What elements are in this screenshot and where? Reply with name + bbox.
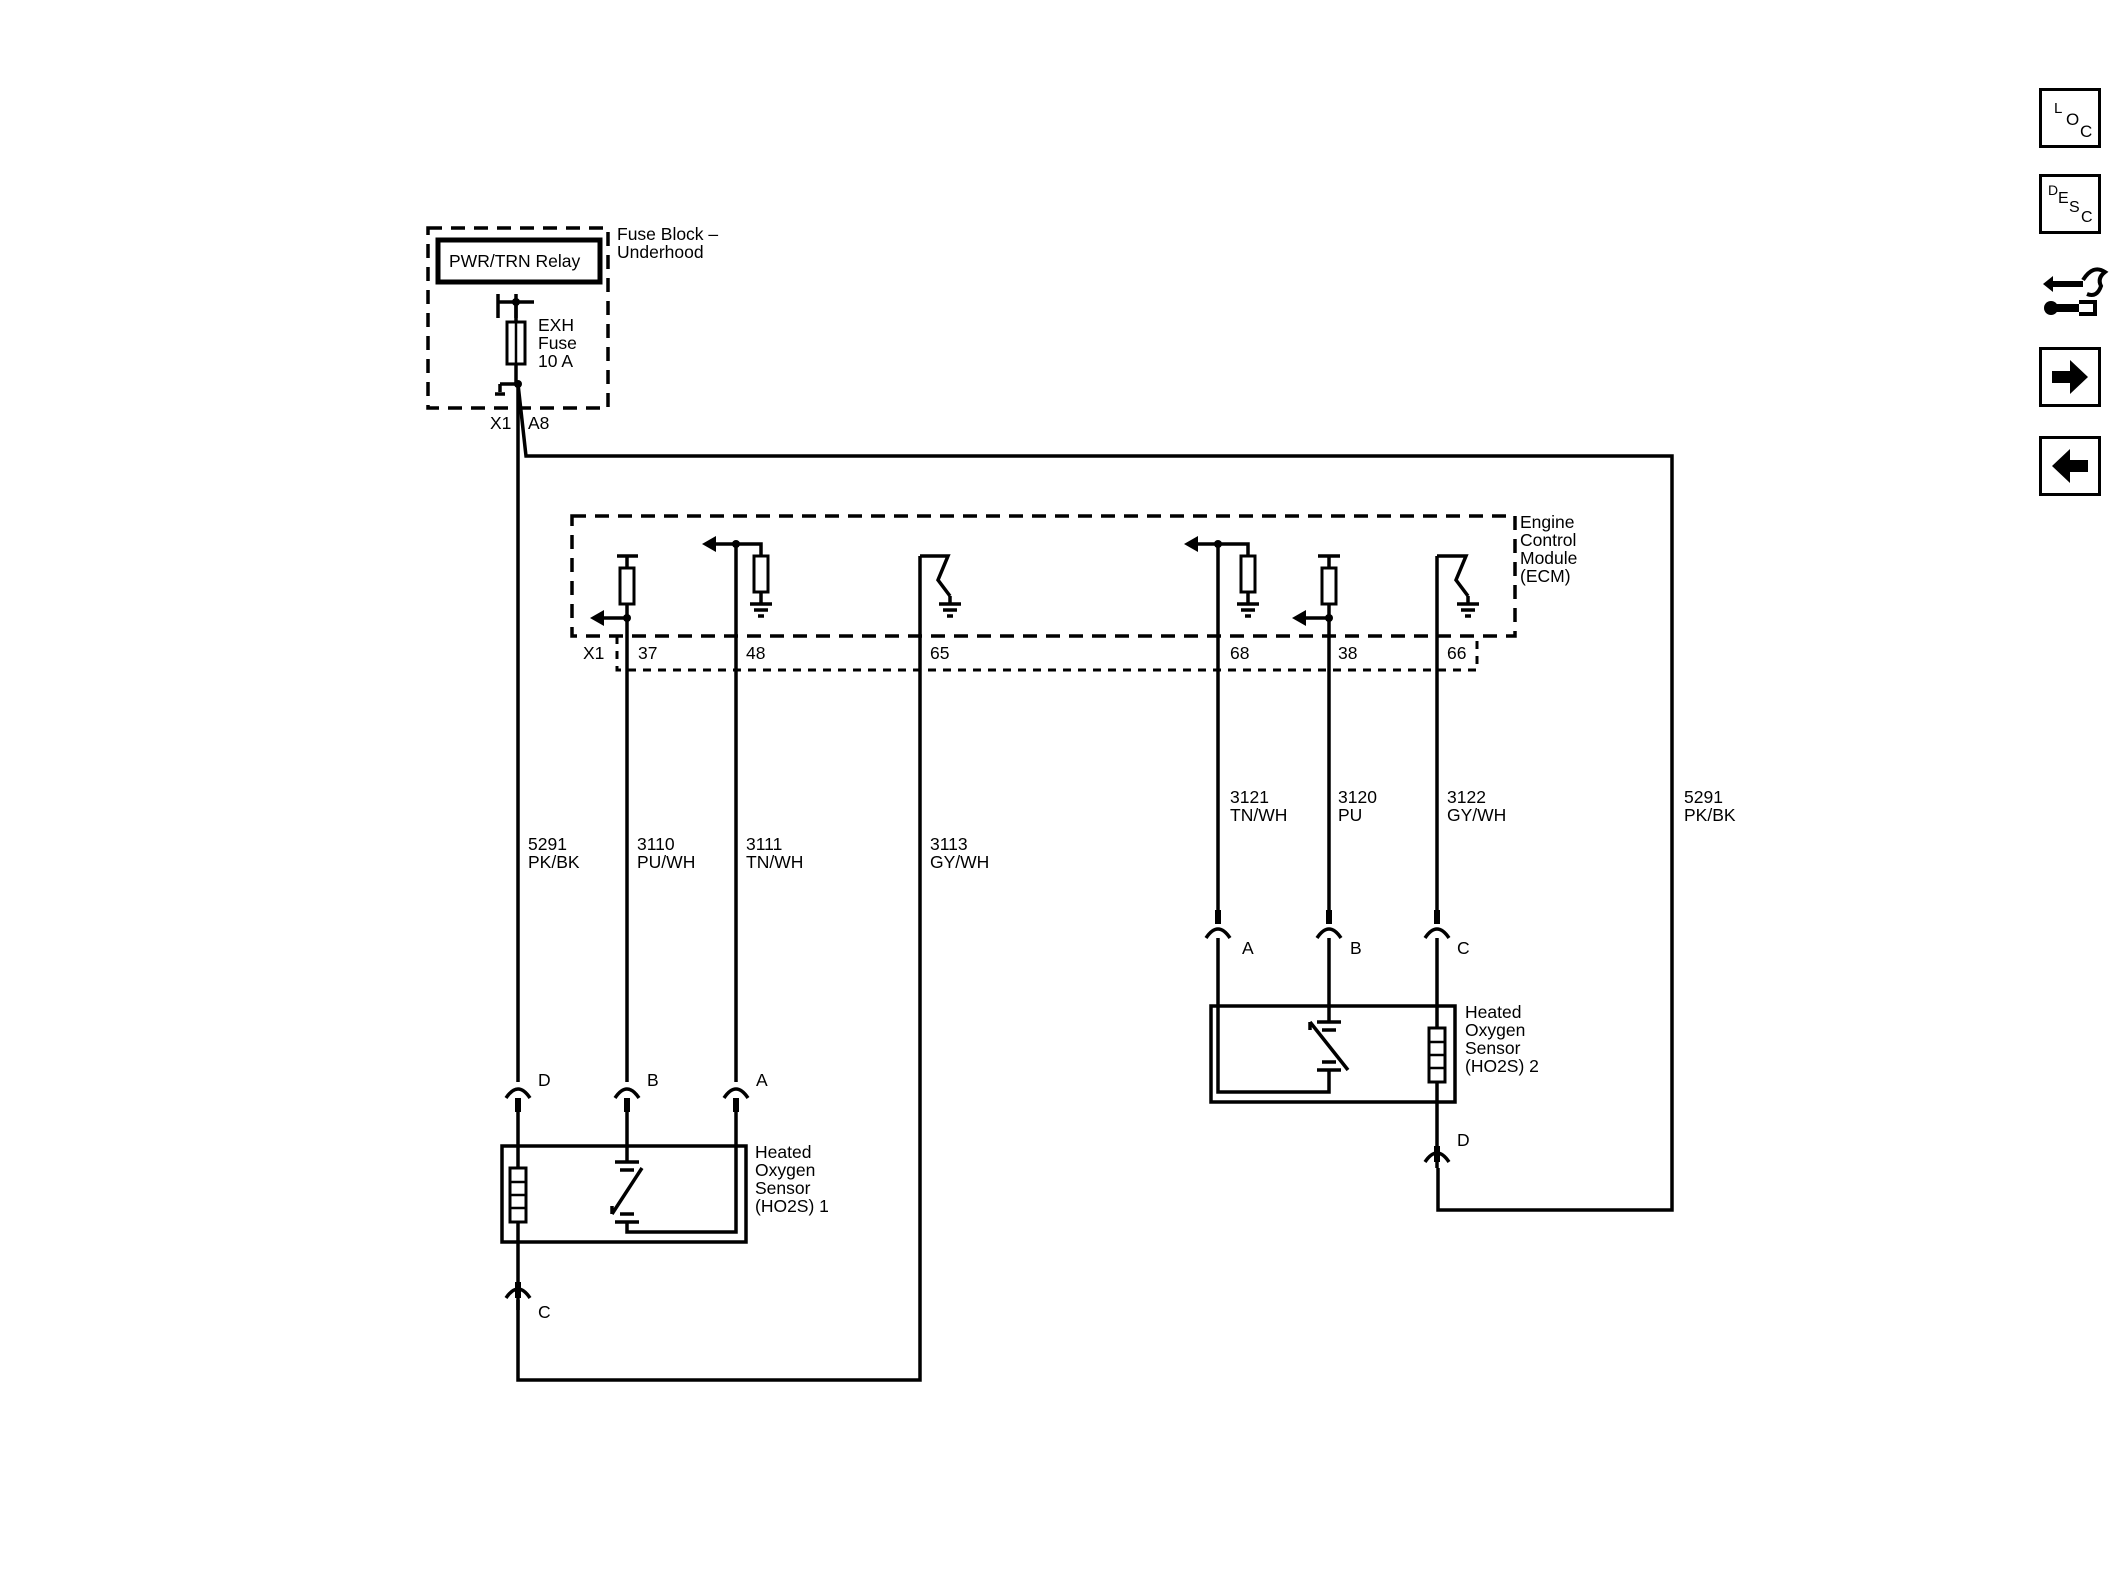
- fuse-label-2: Fuse: [538, 333, 577, 353]
- ecm-pin-37: 37: [638, 643, 657, 663]
- sensor1-label-3: Sensor: [755, 1178, 811, 1198]
- sensor1-connector-c: [504, 1282, 532, 1300]
- sensor1-pin-b: B: [647, 1070, 659, 1090]
- location-button[interactable]: L O C: [2039, 88, 2101, 148]
- ecm-circuit-48: [702, 536, 772, 1082]
- ecm-circuit-68: [1184, 536, 1259, 618]
- sensor1-connector-d: [504, 1087, 532, 1112]
- desc-glyph-c: C: [2081, 209, 2093, 226]
- sensor2-connector-a: [1204, 910, 1232, 940]
- sensor2-connector-d: [1423, 1146, 1451, 1164]
- ecm-label-2: Control: [1520, 530, 1576, 550]
- fuse-block-label-2: Underhood: [617, 242, 704, 262]
- sensor2-pin-d: D: [1457, 1130, 1470, 1150]
- loc-glyph-o: O: [2066, 110, 2080, 129]
- wire-3111-color: TN/WH: [746, 852, 803, 872]
- fuse-pin-label: A8: [528, 413, 549, 433]
- connector-tool-icon: [2043, 267, 2109, 316]
- ecm-pin-65: 65: [930, 643, 949, 663]
- wire-3121-circuit: 3121: [1230, 787, 1269, 807]
- sensor2-connector-c: [1423, 910, 1451, 940]
- desc-glyph-s: S: [2069, 199, 2080, 216]
- sensor1-label-4: (HO2S) 1: [755, 1196, 829, 1216]
- loc-glyph-c: C: [2080, 122, 2093, 141]
- sensor2-label-3: Sensor: [1465, 1038, 1521, 1058]
- ecm-connector-label: X1: [583, 643, 604, 663]
- sensor2-connector-b: [1315, 910, 1343, 940]
- sensor1-connector-a: [722, 1087, 750, 1112]
- wire-3122-circuit: 3122: [1447, 787, 1486, 807]
- sensor1-label-2: Oxygen: [755, 1160, 815, 1180]
- sensor1-label-1: Heated: [755, 1142, 811, 1162]
- fuse-block-label-1: Fuse Block –: [617, 224, 718, 244]
- sensor2-label-1: Heated: [1465, 1002, 1521, 1022]
- ecm-label-1: Engine: [1520, 512, 1575, 532]
- sensor2-pin-a: A: [1242, 938, 1254, 958]
- ecm-circuit-66: [1437, 554, 1479, 618]
- heated-oxygen-sensor-1: D B A C Heated Oxygen Sensor (HO2S) 1: [500, 1070, 829, 1322]
- wire-3122-color: GY/WH: [1447, 805, 1506, 825]
- fuse-connector-label: X1: [490, 413, 511, 433]
- ecm-pin-48: 48: [746, 643, 765, 663]
- ecm-pin-66: 66: [1447, 643, 1466, 663]
- sensor1-pin-c: C: [538, 1302, 551, 1322]
- wire-3110-circuit: 3110: [637, 834, 675, 854]
- wire-5291-left-color: PK/BK: [528, 852, 580, 872]
- loc-glyph-l: L: [2054, 100, 2063, 117]
- sensor2-label-2: Oxygen: [1465, 1020, 1525, 1040]
- wire-3120-circuit: 3120: [1338, 787, 1377, 807]
- sensor2-label-4: (HO2S) 2: [1465, 1056, 1539, 1076]
- description-button[interactable]: D E S C: [2039, 174, 2101, 234]
- ecm-label-4: (ECM): [1520, 566, 1571, 586]
- relay-label: PWR/TRN Relay: [449, 251, 581, 271]
- arrow-right-icon: [2052, 360, 2088, 394]
- fuse-label-3: 10 A: [538, 351, 573, 371]
- ecm-circuit-65: [920, 554, 961, 618]
- wire-3111-circuit: 3111: [746, 834, 782, 854]
- next-page-button[interactable]: [2039, 347, 2101, 407]
- wire-5291-left-circuit: 5291: [528, 834, 567, 854]
- desc-glyph-e: E: [2058, 190, 2069, 207]
- wire-3113-color: GY/WH: [930, 852, 989, 872]
- ecm-pin-68: 68: [1230, 643, 1249, 663]
- wire-5291-right-color: PK/BK: [1684, 805, 1736, 825]
- sensor2-pin-c: C: [1457, 938, 1470, 958]
- previous-page-button[interactable]: [2039, 436, 2101, 496]
- sensor1-pin-d: D: [538, 1070, 551, 1090]
- wire-5291-right-circuit: 5291: [1684, 787, 1723, 807]
- fuse-block-underhood: PWR/TRN Relay Fuse Block – Underhood EXH…: [426, 224, 718, 433]
- connector-tool-button[interactable]: [2039, 258, 2109, 328]
- sensor1-connector-b: [613, 1087, 641, 1112]
- ecm-circuit-37: [590, 554, 638, 626]
- ecm-label-3: Module: [1520, 548, 1577, 568]
- wire-3120-color: PU: [1338, 805, 1362, 825]
- desc-glyph-d: D: [2048, 182, 2059, 198]
- wire-3110-color: PU/WH: [637, 852, 695, 872]
- wire-3121-color: TN/WH: [1230, 805, 1287, 825]
- ecm-circuit-38: [1292, 554, 1340, 626]
- fuse-label-1: EXH: [538, 315, 574, 335]
- sensor1-pin-a: A: [756, 1070, 768, 1090]
- wire-3113-circuit: 3113: [930, 834, 968, 854]
- heated-oxygen-sensor-2: A B C D Heated Oxygen Sensor (HO2S) 2: [1204, 910, 1539, 1168]
- ecm-pin-38: 38: [1338, 643, 1357, 663]
- arrow-left-icon: [2052, 449, 2088, 483]
- sensor2-pin-b: B: [1350, 938, 1362, 958]
- engine-control-module: Engine Control Module (ECM) X1 37 48 65 …: [570, 512, 1577, 1082]
